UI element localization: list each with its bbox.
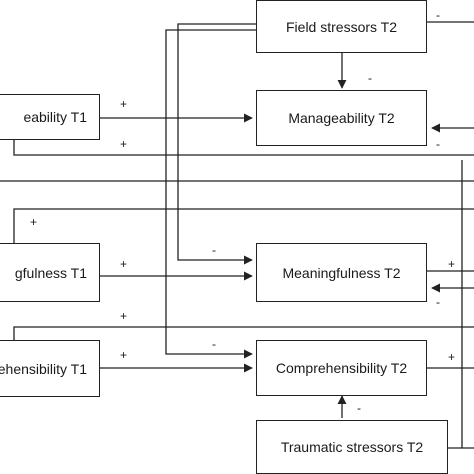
sign-meaningfulness-path: +	[120, 257, 128, 271]
node-traumatic-stressors-t2: Traumatic stressors T2	[256, 420, 448, 474]
sign-traumatic-to-comprehensibility: -	[357, 401, 361, 415]
edge-field-to-meaningfulness	[177, 23, 256, 265]
sign-comprehensibility-t2-right-out: +	[448, 350, 456, 364]
sign-meaningfulness-t2-right-out: +	[448, 257, 456, 271]
sign-comprehensibility-feedback-top: +	[120, 309, 128, 323]
edge-field-to-comprehensibility	[165, 29, 256, 359]
sign-meaningfulness-t2-right-in: -	[436, 295, 440, 309]
sign-manageability-cross: +	[120, 137, 128, 151]
node-manageability-t2: Manageability T2	[256, 90, 427, 146]
sign-manageability-path: +	[120, 97, 128, 111]
sign-field-to-manageability: -	[368, 71, 372, 85]
node-comprehensibility-t2: Comprehensibility T2	[256, 340, 427, 396]
edge-comprehensibility-feedback	[13, 326, 474, 340]
sign-comprehensibility-path: +	[120, 348, 128, 362]
edge-manageability-t1-cross	[13, 140, 474, 156]
sign-manageability-t2-right-feedback: -	[436, 137, 440, 151]
sign-field-to-meaningfulness: -	[212, 243, 216, 257]
node-field-stressors-t2: Field stressors T2	[256, 0, 427, 53]
sign-meaningfulness-feedback-top: +	[30, 215, 38, 229]
sign-field-to-comprehensibility: -	[212, 337, 216, 351]
node-meaningfulness-t2: Meaningfulness T2	[256, 243, 427, 302]
sign-field-right-top: -	[436, 8, 440, 22]
edge-long-line-b	[13, 208, 474, 243]
node-meaningfulness-t1: gfulness T1	[0, 243, 100, 302]
node-manageability-t1: eability T1	[0, 94, 100, 140]
node-comprehensibility-t1: ehensibility T1	[0, 340, 100, 397]
